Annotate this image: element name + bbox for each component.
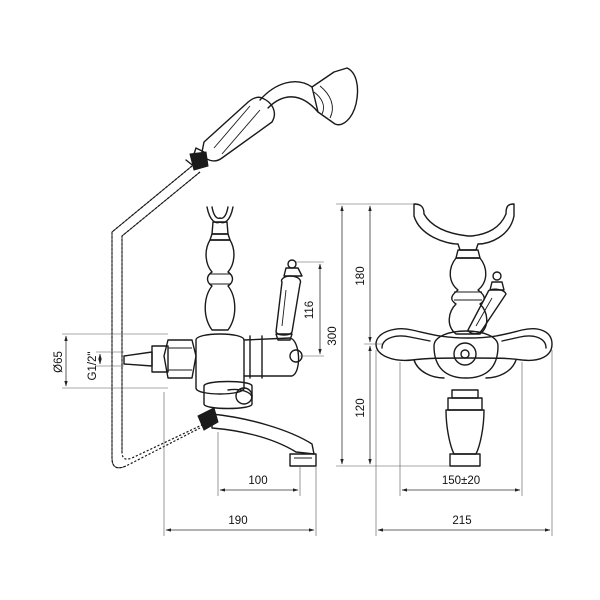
bath-spout [211,413,317,467]
dim-diameter-label: Ø65 [53,351,65,373]
dimension-centers: 150±20 [399,362,523,496]
dimension-handle-height: 116 [296,261,324,357]
front-lever [467,271,507,335]
side-view: 116 Ø65 G1/2" 100 190 [53,67,359,536]
front-view: 300 180 120 150±20 215 [327,203,553,536]
hose-connector-top [185,151,209,171]
shower-head [259,67,359,126]
dim-100-label: 100 [248,475,267,487]
mixer-body [123,333,303,410]
front-spout [445,389,485,467]
flexible-hose [111,165,205,469]
dimension-thread: G1/2" [87,351,124,381]
dimension-width: 215 [375,350,553,536]
dim-190-label: 190 [228,515,247,527]
lever-handle [275,259,303,341]
dimension-spout-reach: 100 [217,432,301,496]
dim-180-label: 180 [355,266,367,285]
dim-thread-label: G1/2" [87,351,99,380]
front-body [375,328,553,379]
dim-116-label: 116 [304,301,316,319]
dim-120-label: 120 [355,398,367,417]
cradle-fork-front [413,203,515,251]
front-column [448,249,488,335]
dimension-upper-height: 180 [355,205,382,345]
dim-300-label: 300 [327,326,339,345]
dimension-diameter: Ø65 [53,333,168,389]
dimension-depth: 190 [163,392,317,536]
dimension-total-height: 300 [327,203,450,467]
dimension-lower-height: 120 [355,345,372,465]
hose-connector-bottom [197,407,219,431]
dim-centers-label: 150±20 [442,475,480,487]
dim-215-label: 215 [452,515,471,527]
cradle-fork-side [206,206,234,235]
center-column [204,233,236,331]
